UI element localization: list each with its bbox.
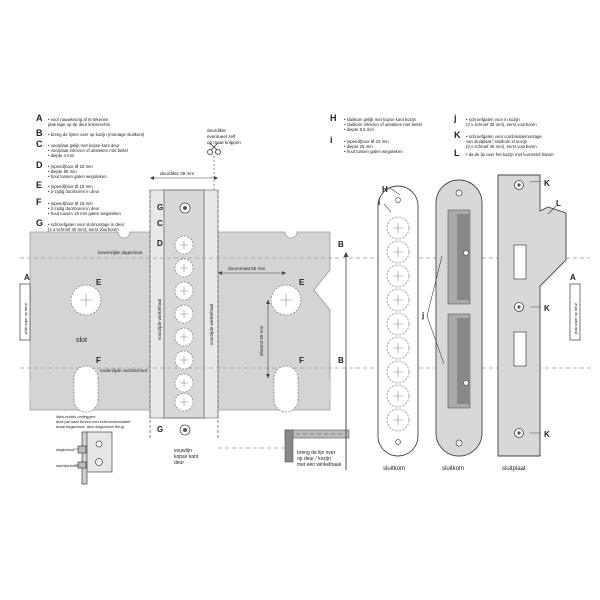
- plak-tape-left: plak tape op deur: [23, 302, 28, 334]
- marker-e-left: E: [96, 278, 102, 287]
- marker-i: i: [378, 198, 380, 207]
- legend-key: B: [36, 128, 43, 138]
- deurdikte-label: deurdikte 38 mm: [160, 171, 194, 176]
- marker-g-bottom: G: [157, 425, 163, 434]
- marker-l: L: [556, 199, 561, 208]
- deurdikte-note-3: op maat knippen: [207, 140, 241, 145]
- bovenzijde-label: bovenzijde dagschoot: [98, 250, 143, 255]
- tape-strip-right: [569, 283, 581, 341]
- legend-key: G: [36, 218, 44, 228]
- marker-c: C: [157, 219, 163, 228]
- legend-key: H: [330, 113, 337, 123]
- dagschoot-label: dagschoot: [56, 447, 75, 452]
- legend-key: D: [36, 160, 43, 170]
- marker-b-bottom: B: [338, 356, 344, 365]
- try-square-icon: [284, 429, 350, 463]
- nachtschoot-label: nachtschoot: [56, 463, 78, 468]
- links-rechts-1: links-rechts omleggen:: [56, 414, 96, 419]
- breng-lijn-2: op deur / kozijn: [297, 456, 331, 462]
- deurdikte-note-2: eventueel zelf: [207, 134, 236, 139]
- legend-key: i: [330, 135, 333, 145]
- screw-hole-g-bottom: [179, 424, 191, 436]
- marker-a-right: A: [570, 273, 576, 282]
- legend-key: j: [454, 113, 457, 123]
- vouwlijn-2: kopse kant: [174, 454, 199, 460]
- marker-k-3: K: [544, 430, 550, 439]
- scissors-icon: [207, 142, 221, 155]
- links-rechts-3: draai dagschoot, duw dagschoot terug: [56, 424, 124, 429]
- legend-key: L: [454, 148, 460, 158]
- marker-e-right: E: [299, 278, 305, 287]
- vouwlijn-1: vouwlijn: [174, 448, 192, 454]
- sluitkom-label-2: sluitkom: [442, 466, 464, 472]
- links-rechts-2: duw pal naar boven met schroevendraaier: [56, 419, 131, 424]
- sluitkom-label: sluitkom: [383, 466, 405, 472]
- lock-case-illustration: [77, 431, 113, 485]
- marker-b-top: B: [338, 240, 344, 249]
- legend-key: K: [454, 130, 461, 140]
- voorzijde-label-right: voorzijde winkelhaal: [209, 304, 214, 345]
- legend-key: F: [36, 197, 42, 207]
- marker-g-top: G: [157, 203, 163, 212]
- legend-key: C: [36, 139, 43, 149]
- marker-a-left: A: [24, 273, 30, 282]
- marker-f-left: F: [96, 356, 101, 365]
- screw-hole-g-top: [179, 202, 191, 214]
- tape-strip-left: [19, 283, 31, 341]
- marker-j: j: [421, 311, 424, 320]
- afstand-label: afstand 55 mm: [259, 325, 264, 356]
- sluitplaat-label: sluitplaat: [502, 466, 526, 472]
- voorzijde-label-left: voorzijde winkelhaal: [157, 299, 162, 340]
- doornmaat-label: doornmaat 50 mm: [228, 266, 265, 271]
- deurdikte-note-1: deurdikte: [207, 128, 226, 133]
- marker-k-2: K: [544, 304, 550, 313]
- legend-key: E: [36, 180, 43, 190]
- strike-plate: [497, 174, 567, 457]
- vouwlijn-3: deur: [174, 460, 184, 466]
- slot-label: slot: [76, 337, 87, 344]
- plak-tape-right: plak tape op deur: [573, 302, 578, 334]
- onderzijde-label: onderzijde nachtschoot: [100, 368, 148, 373]
- marker-k-1: K: [544, 179, 550, 188]
- door-template-plate-right: [217, 231, 331, 401]
- legend-key: A: [36, 113, 43, 123]
- marker-f-right: F: [299, 356, 304, 365]
- breng-lijn-1: breng de lijn over: [297, 450, 336, 456]
- breng-lijn-3: met een winkelhaak: [297, 462, 342, 468]
- marker-d: D: [157, 239, 163, 248]
- marker-h: H: [382, 185, 388, 194]
